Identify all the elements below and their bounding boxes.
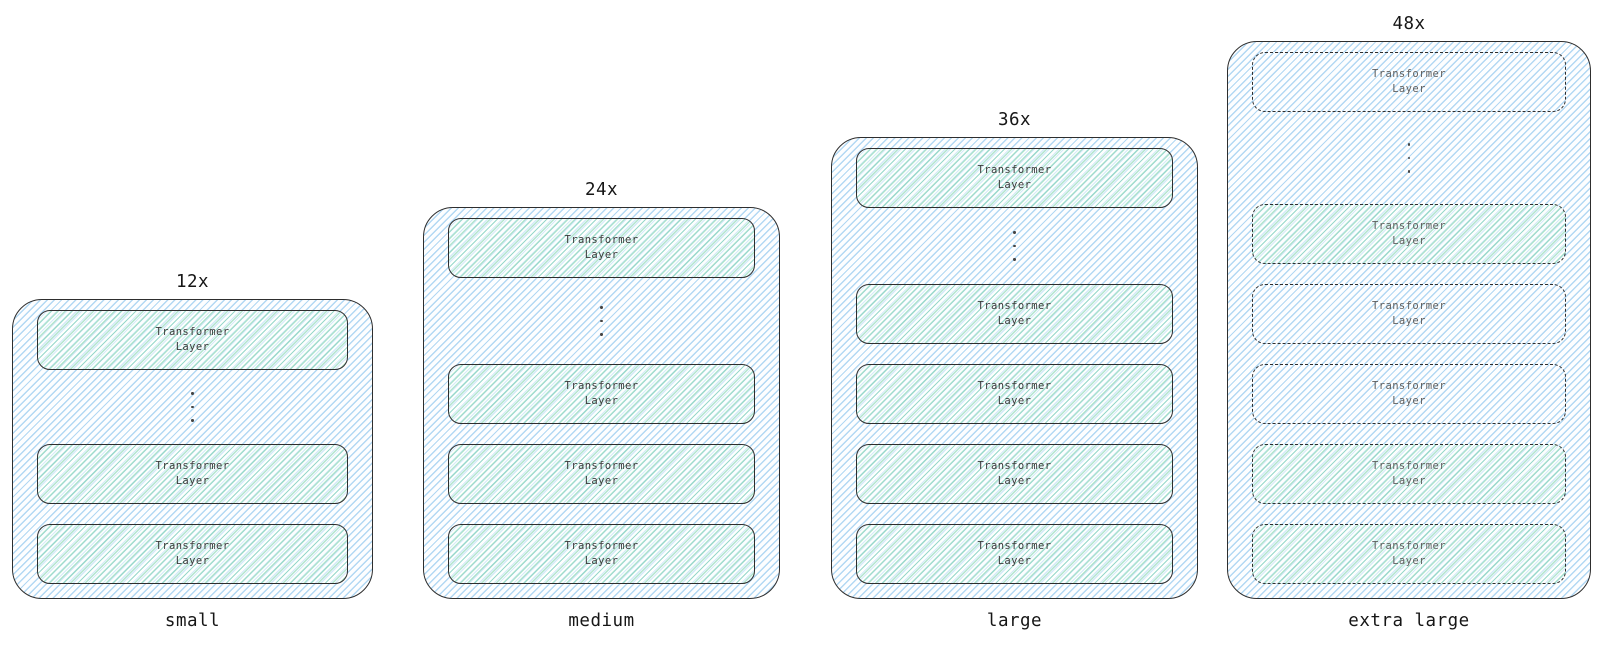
ellipsis-dot <box>1407 156 1411 160</box>
transformer-layer-label: Transformer Layer <box>155 459 230 487</box>
model-column-extra-large: 48x Transformer Layer Transformer Layer … <box>1227 14 1591 651</box>
transformer-layer-label: Transformer Layer <box>155 325 230 353</box>
vertical-ellipsis <box>448 298 755 344</box>
ellipsis-dot <box>600 306 603 309</box>
transformer-layer-box: Transformer Layer <box>1252 444 1566 504</box>
ellipsis-dot <box>1407 170 1411 173</box>
size-label: small <box>164 611 221 631</box>
model-column-large: 36x Transformer Layer Transformer Layer … <box>831 110 1198 651</box>
transformer-layer-box: Transformer Layer <box>448 524 755 584</box>
transformer-layer-box: Transformer Layer <box>1252 364 1566 424</box>
transformer-layer-label: Transformer Layer <box>977 459 1052 487</box>
transformer-layer-box: Transformer Layer <box>856 524 1173 584</box>
transformer-layer-box: Transformer Layer <box>448 444 755 504</box>
transformer-layer-label: Transformer Layer <box>564 459 639 487</box>
multiplier-label: 24x <box>584 180 619 200</box>
ellipsis-dot <box>1407 143 1411 146</box>
transformer-layer-box: Transformer Layer <box>856 364 1173 424</box>
transformer-layer-label: Transformer Layer <box>1372 219 1446 247</box>
size-label: medium <box>568 611 635 631</box>
transformer-layer-box: Transformer Layer <box>448 218 755 278</box>
transformer-layer-box: Transformer Layer <box>37 524 348 584</box>
transformer-layer-label: Transformer Layer <box>1372 67 1446 95</box>
transformer-layer-label: Transformer Layer <box>977 299 1052 327</box>
transformer-layer-box: Transformer Layer <box>1252 284 1566 344</box>
transformer-layer-box: Transformer Layer <box>448 364 755 424</box>
transformer-layer-label: Transformer Layer <box>564 233 639 261</box>
model-container-large: Transformer Layer Transformer Layer Tran… <box>831 137 1198 599</box>
transformer-layer-label: Transformer Layer <box>564 539 639 567</box>
transformer-layer-box: Transformer Layer <box>856 148 1173 208</box>
transformer-layer-box: Transformer Layer <box>1252 524 1566 584</box>
transformer-layer-label: Transformer Layer <box>1372 459 1446 487</box>
transformer-layer-box: Transformer Layer <box>856 444 1173 504</box>
transformer-layer-label: Transformer Layer <box>1372 539 1446 567</box>
transformer-layer-label: Transformer Layer <box>1372 379 1446 407</box>
model-container-small: Transformer Layer Transformer Layer Tran… <box>12 299 373 599</box>
transformer-layer-label: Transformer Layer <box>1372 299 1446 327</box>
transformer-layer-label: Transformer Layer <box>977 163 1052 191</box>
model-container-extra-large: Transformer Layer Transformer Layer Tran… <box>1227 41 1591 599</box>
transformer-layer-box: Transformer Layer <box>37 310 348 370</box>
ellipsis-dot <box>1013 231 1016 234</box>
transformer-layer-box: Transformer Layer <box>1252 52 1566 112</box>
vertical-ellipsis <box>1252 132 1566 184</box>
vertical-ellipsis <box>37 390 348 424</box>
multiplier-label: 48x <box>1392 14 1426 34</box>
model-container-medium: Transformer Layer Transformer Layer Tran… <box>423 207 780 599</box>
transformer-layer-box: Transformer Layer <box>1252 204 1566 264</box>
ellipsis-dot <box>191 419 194 422</box>
vertical-ellipsis <box>856 228 1173 264</box>
transformer-layer-label: Transformer Layer <box>155 539 230 567</box>
ellipsis-dot <box>191 405 194 409</box>
ellipsis-dot <box>600 319 603 323</box>
transformer-layer-box: Transformer Layer <box>856 284 1173 344</box>
transformer-layer-label: Transformer Layer <box>564 379 639 407</box>
transformer-layer-box: Transformer Layer <box>37 444 348 504</box>
ellipsis-dot <box>191 392 194 395</box>
model-column-medium: 24x Transformer Layer Transformer Layer … <box>423 180 780 651</box>
transformer-layer-label: Transformer Layer <box>977 379 1052 407</box>
ellipsis-dot <box>1013 258 1016 261</box>
size-label: large <box>986 611 1043 631</box>
ellipsis-dot <box>1013 244 1016 248</box>
ellipsis-dot <box>600 333 603 336</box>
multiplier-label: 36x <box>997 110 1032 130</box>
size-label: extra large <box>1348 611 1470 631</box>
multiplier-label: 12x <box>175 272 210 292</box>
transformer-layer-label: Transformer Layer <box>977 539 1052 567</box>
model-column-small: 12x Transformer Layer Transformer Layer … <box>12 272 373 651</box>
